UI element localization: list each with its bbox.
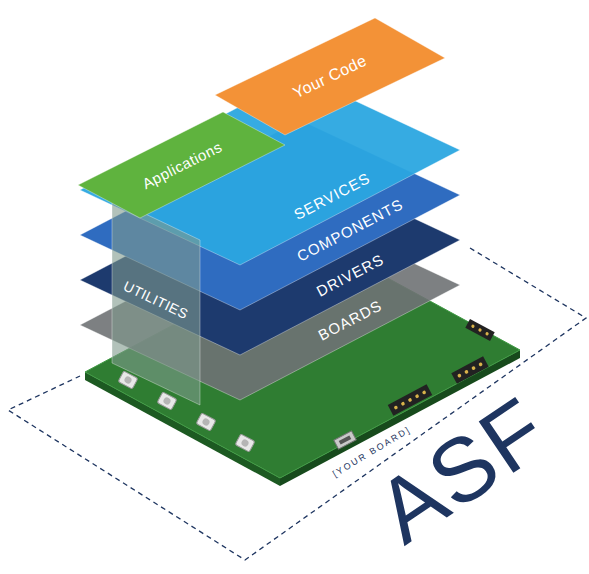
- code-layer: Your Code: [215, 18, 445, 135]
- layer-plane: [112, 198, 200, 405]
- pin-header: [388, 384, 432, 415]
- layer-plane: [215, 18, 445, 135]
- layer-plane: [78, 112, 285, 218]
- pin-header: [465, 319, 494, 341]
- usb-connector: [334, 431, 356, 449]
- pin-header: [451, 356, 488, 383]
- applications-layer: Applications: [78, 112, 285, 218]
- utilities-slab: UTILITIES: [112, 198, 200, 405]
